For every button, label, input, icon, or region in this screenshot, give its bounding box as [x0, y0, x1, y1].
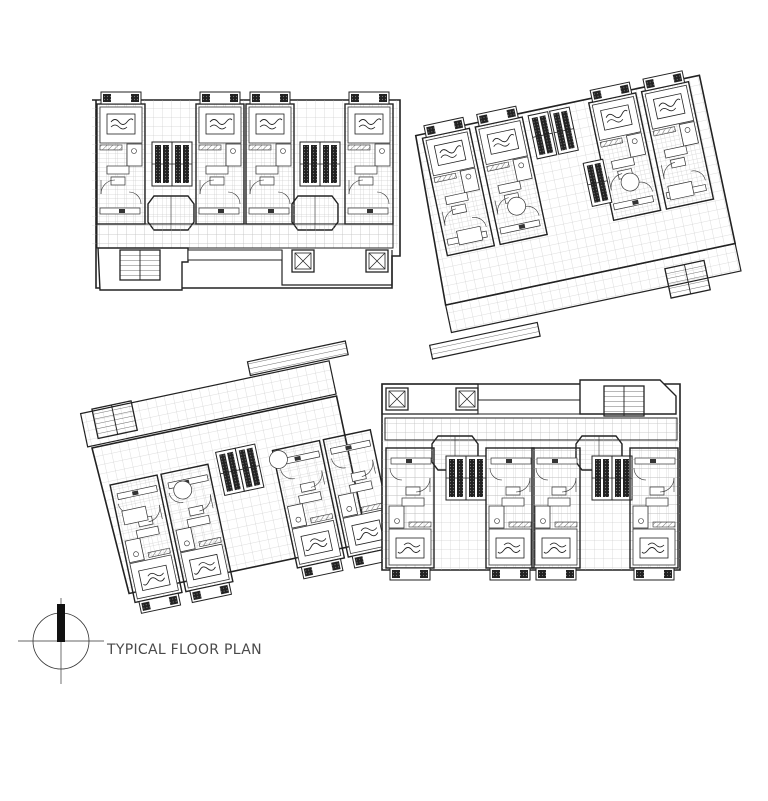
- block-bottom-left: [79, 340, 399, 615]
- block-bottom-right: [381, 379, 681, 581]
- block-top-right: [414, 69, 742, 360]
- block-top-left: [92, 91, 401, 291]
- north-arrow-icon: [18, 598, 104, 684]
- drawing-title: TYPICAL FLOOR PLAN: [106, 642, 262, 658]
